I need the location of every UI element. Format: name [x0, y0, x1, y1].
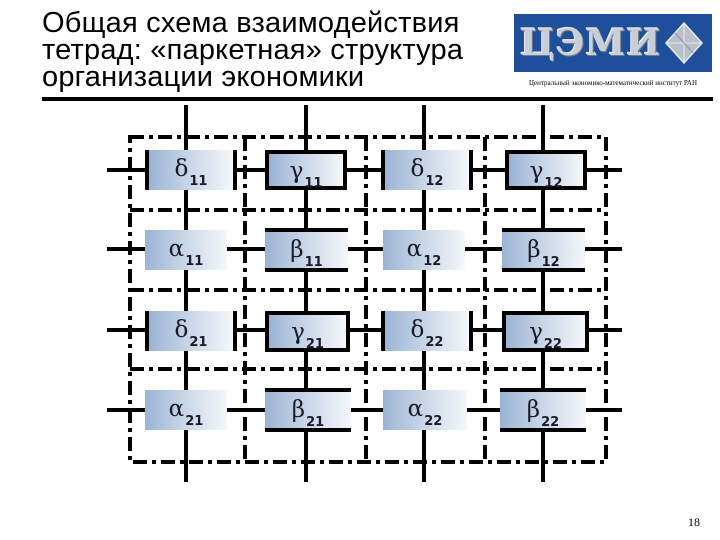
logo-caption: Центральный экономико-математический инс… [529, 79, 697, 87]
cell-alpha-22: α22 [383, 390, 467, 430]
symbol: δ [410, 317, 425, 343]
cell-delta-22: δ22 [381, 311, 473, 351]
symbol: β [527, 237, 541, 263]
subscript: 22 [425, 335, 444, 350]
subscript: 11 [304, 176, 323, 191]
title-line-3: организации экономики [42, 61, 365, 93]
logo-text: ЦЭМИ [520, 22, 662, 64]
symbol: α [407, 396, 424, 422]
subscript: 11 [304, 255, 323, 270]
cell-beta-21: β21 [265, 388, 351, 432]
title-underline [42, 97, 713, 101]
subscript: 21 [306, 415, 325, 430]
symbol: β [526, 397, 541, 423]
symbol: δ [410, 156, 425, 182]
symbol: γ [289, 158, 304, 184]
subscript: 22 [424, 414, 443, 429]
cell-alpha-21: α21 [145, 390, 227, 430]
cell-delta-21: δ21 [145, 311, 237, 351]
subscript: 11 [189, 174, 208, 189]
cell-alpha-11: α11 [145, 230, 227, 270]
cell-beta-22: β22 [500, 388, 586, 432]
subscript: 21 [305, 337, 324, 352]
subscript: 12 [425, 174, 444, 189]
cemi-logo: ЦЭМИ [514, 14, 712, 72]
symbol: γ [529, 158, 544, 184]
page-number: 18 [688, 515, 700, 529]
cell-gamma-22: γ22 [502, 311, 589, 352]
title-line-1: Общая схема взаимодействия [42, 7, 460, 39]
subscript: 22 [541, 415, 560, 430]
cell-gamma-21: γ21 [265, 311, 350, 352]
cell-beta-12: β12 [502, 228, 585, 272]
symbol: β [291, 397, 306, 423]
subscript: 21 [189, 335, 208, 350]
cell-beta-11: β11 [265, 228, 348, 272]
cell-delta-11: δ11 [145, 150, 237, 190]
subscript: 22 [543, 337, 562, 352]
symbol: α [168, 396, 185, 422]
subscript: 21 [185, 414, 204, 429]
symbol: γ [529, 319, 543, 345]
subscript: 12 [541, 255, 560, 270]
cell-alpha-12: α12 [383, 230, 465, 270]
symbol: δ [174, 156, 189, 182]
subscript: 12 [423, 254, 442, 269]
subscript: 11 [185, 254, 204, 269]
symbol: α [406, 236, 423, 262]
subscript: 12 [544, 176, 563, 191]
symbol: α [168, 236, 185, 262]
cell-gamma-11: γ11 [265, 150, 347, 191]
diamond-icon [664, 21, 704, 65]
slide-title: Общая схема взаимодействия тетрад: «парк… [42, 7, 512, 93]
symbol: β [290, 237, 304, 263]
symbol: δ [174, 317, 189, 343]
cell-gamma-12: γ12 [505, 150, 587, 191]
symbol: γ [291, 319, 305, 345]
title-line-2: тетрад: «паркетная» структура [42, 34, 464, 66]
cell-delta-12: δ12 [381, 150, 473, 190]
dash-dot-frames [128, 135, 608, 464]
